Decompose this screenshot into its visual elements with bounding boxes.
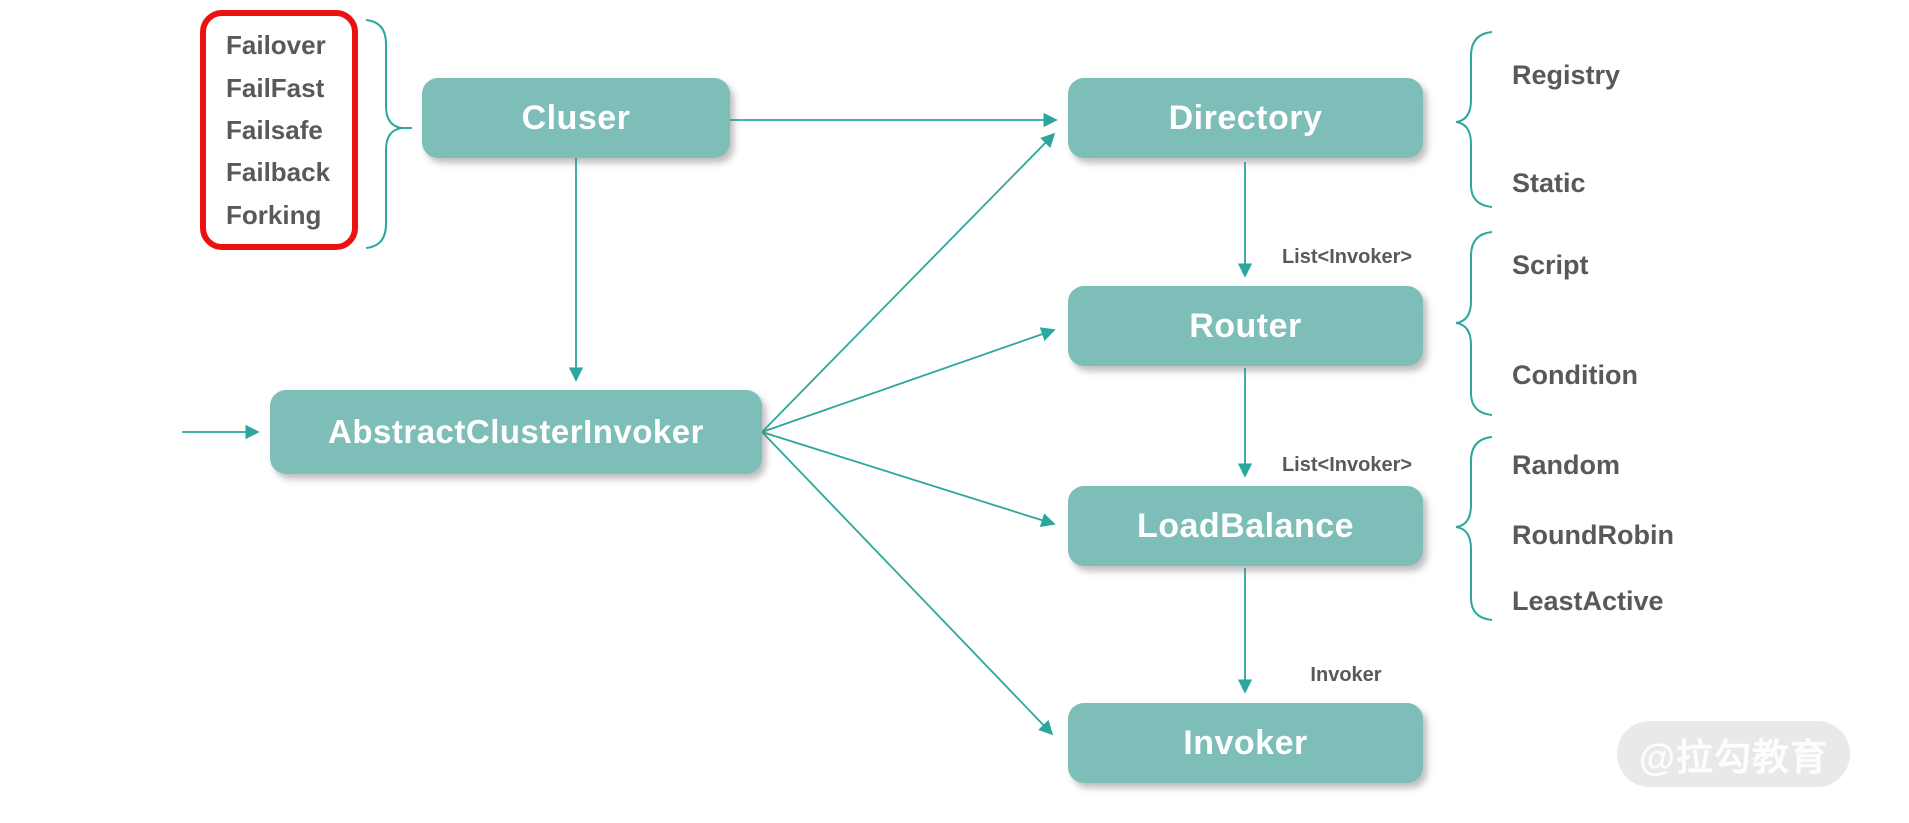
strategy-failover: Failover <box>226 30 326 61</box>
arrow-aci-to-router <box>761 327 1056 433</box>
arrow-aci-to-load-balance <box>761 431 1056 528</box>
load-balance-type-roundrobin: RoundRobin <box>1512 520 1674 550</box>
directory-type-static: Static <box>1512 168 1586 198</box>
brace-cluster-strategies <box>365 19 403 249</box>
load-balance-type-leastactive: LeastActive <box>1512 586 1664 616</box>
brace-router-types <box>1455 231 1493 416</box>
node-router: Router <box>1068 286 1423 366</box>
cluster-strategies-box: Failover FailFast Failsafe Failback Fork… <box>200 10 358 250</box>
arrow-aci-to-invoker <box>761 431 1054 736</box>
edge-label-list-invoker-1: List<Invoker> <box>1281 246 1413 268</box>
strategy-failfast: FailFast <box>226 72 325 103</box>
node-directory: Directory <box>1068 78 1423 158</box>
load-balance-type-random: Random <box>1512 450 1620 480</box>
node-load-balance: LoadBalance <box>1068 486 1423 566</box>
brace-load-balance-types <box>1455 436 1493 621</box>
router-type-condition: Condition <box>1512 360 1638 390</box>
directory-type-registry: Registry <box>1512 60 1621 90</box>
node-cluster: Cluser <box>422 78 730 158</box>
router-type-script: Script <box>1512 250 1589 280</box>
strategy-forking: Forking <box>226 199 322 230</box>
strategy-failback: Failback <box>226 157 331 188</box>
edge-label-invoker: Invoker <box>1310 664 1382 686</box>
arrow-aci-to-directory <box>761 132 1056 433</box>
node-abstract-cluster-invoker: AbstractClusterInvoker <box>270 390 762 474</box>
watermark-badge: @拉勾教育 <box>1617 721 1850 787</box>
brace-directory-types <box>1455 31 1493 208</box>
edge-label-list-invoker-2: List<Invoker> <box>1281 454 1413 476</box>
strategy-failsafe: Failsafe <box>226 114 323 145</box>
node-invoker: Invoker <box>1068 703 1423 783</box>
